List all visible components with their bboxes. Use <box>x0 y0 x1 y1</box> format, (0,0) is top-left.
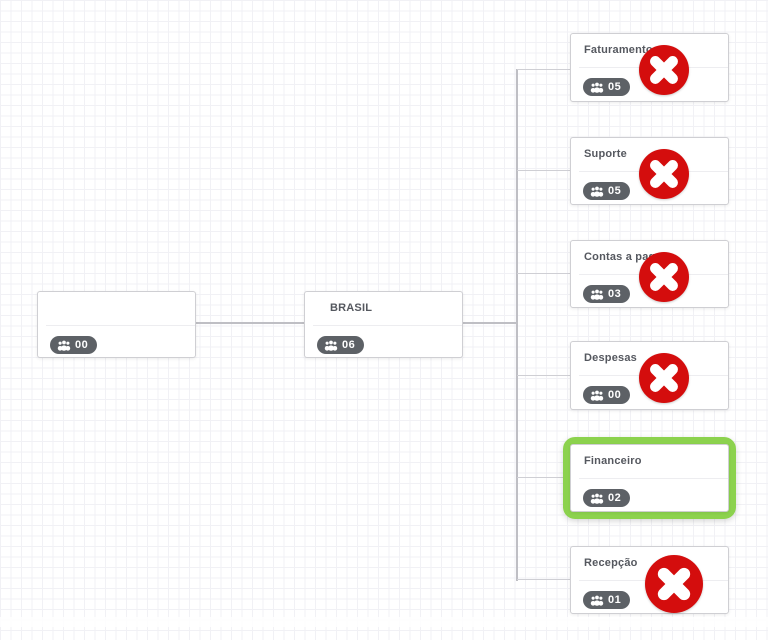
node-divider <box>579 478 728 479</box>
horizontal-scrollbar-track[interactable] <box>0 617 768 627</box>
delete-node-button[interactable] <box>639 353 689 403</box>
org-node-contas-a-pagar[interactable]: Contas a pagar 03 <box>570 240 729 308</box>
connector-trunk <box>516 69 518 581</box>
connector-stub-recepcao <box>517 579 570 580</box>
members-count: 02 <box>608 492 622 504</box>
members-count-badge: 06 <box>317 336 365 354</box>
members-count-badge: 05 <box>583 78 631 96</box>
org-node-suporte[interactable]: Suporte 05 <box>570 137 729 205</box>
delete-node-button[interactable] <box>645 555 703 613</box>
members-count-badge: 03 <box>583 285 631 303</box>
members-count-badge: 02 <box>583 489 631 507</box>
members-count: 00 <box>75 339 89 351</box>
members-count: 05 <box>608 81 622 93</box>
delete-icon <box>639 252 689 302</box>
org-node-financeiro[interactable]: Financeiro 02 <box>570 444 729 512</box>
connector-stub-faturamento <box>517 69 570 70</box>
org-node-root[interactable]: 00 <box>37 291 196 358</box>
group-icon <box>590 289 604 300</box>
delete-node-button[interactable] <box>639 252 689 302</box>
connector-brasil-trunk <box>463 322 517 324</box>
group-icon <box>57 340 71 351</box>
connector-stub-contas-a-pagar <box>517 273 570 274</box>
node-title: Recepção <box>584 557 638 569</box>
org-node-faturamento[interactable]: Faturamento 05 <box>570 33 729 102</box>
node-title: Faturamento <box>584 44 653 56</box>
node-title: Despesas <box>584 352 637 364</box>
connector-stub-despesas <box>517 375 570 376</box>
delete-icon <box>639 45 689 95</box>
connector-stub-financeiro <box>517 477 570 478</box>
members-count: 03 <box>608 288 622 300</box>
org-node-recepcao[interactable]: Recepção 01 <box>570 546 729 614</box>
members-count: 06 <box>342 339 356 351</box>
node-divider <box>46 325 195 326</box>
node-title: Contas a pagar <box>584 251 667 263</box>
group-icon <box>590 82 604 93</box>
delete-icon <box>639 149 689 199</box>
group-icon <box>590 186 604 197</box>
members-count-badge: 05 <box>583 182 631 200</box>
members-count-badge: 00 <box>50 336 98 354</box>
delete-icon <box>645 555 703 613</box>
members-count-badge: 01 <box>583 591 631 609</box>
group-icon <box>590 595 604 606</box>
members-count-badge: 00 <box>583 386 631 404</box>
node-title: Suporte <box>584 148 627 160</box>
node-title: BRASIL <box>330 302 373 314</box>
group-icon <box>590 493 604 504</box>
delete-node-button[interactable] <box>639 149 689 199</box>
delete-icon <box>639 353 689 403</box>
node-divider <box>313 325 462 326</box>
delete-node-button[interactable] <box>639 45 689 95</box>
connector-stub-suporte <box>517 170 570 171</box>
org-node-brasil[interactable]: BRASIL 06 <box>304 291 463 358</box>
connector-root-brasil <box>196 322 304 324</box>
org-node-despesas[interactable]: Despesas 00 <box>570 341 729 410</box>
members-count: 05 <box>608 185 622 197</box>
members-count: 00 <box>608 389 622 401</box>
node-title: Financeiro <box>584 455 642 467</box>
group-icon <box>324 340 338 351</box>
group-icon <box>590 390 604 401</box>
members-count: 01 <box>608 594 622 606</box>
